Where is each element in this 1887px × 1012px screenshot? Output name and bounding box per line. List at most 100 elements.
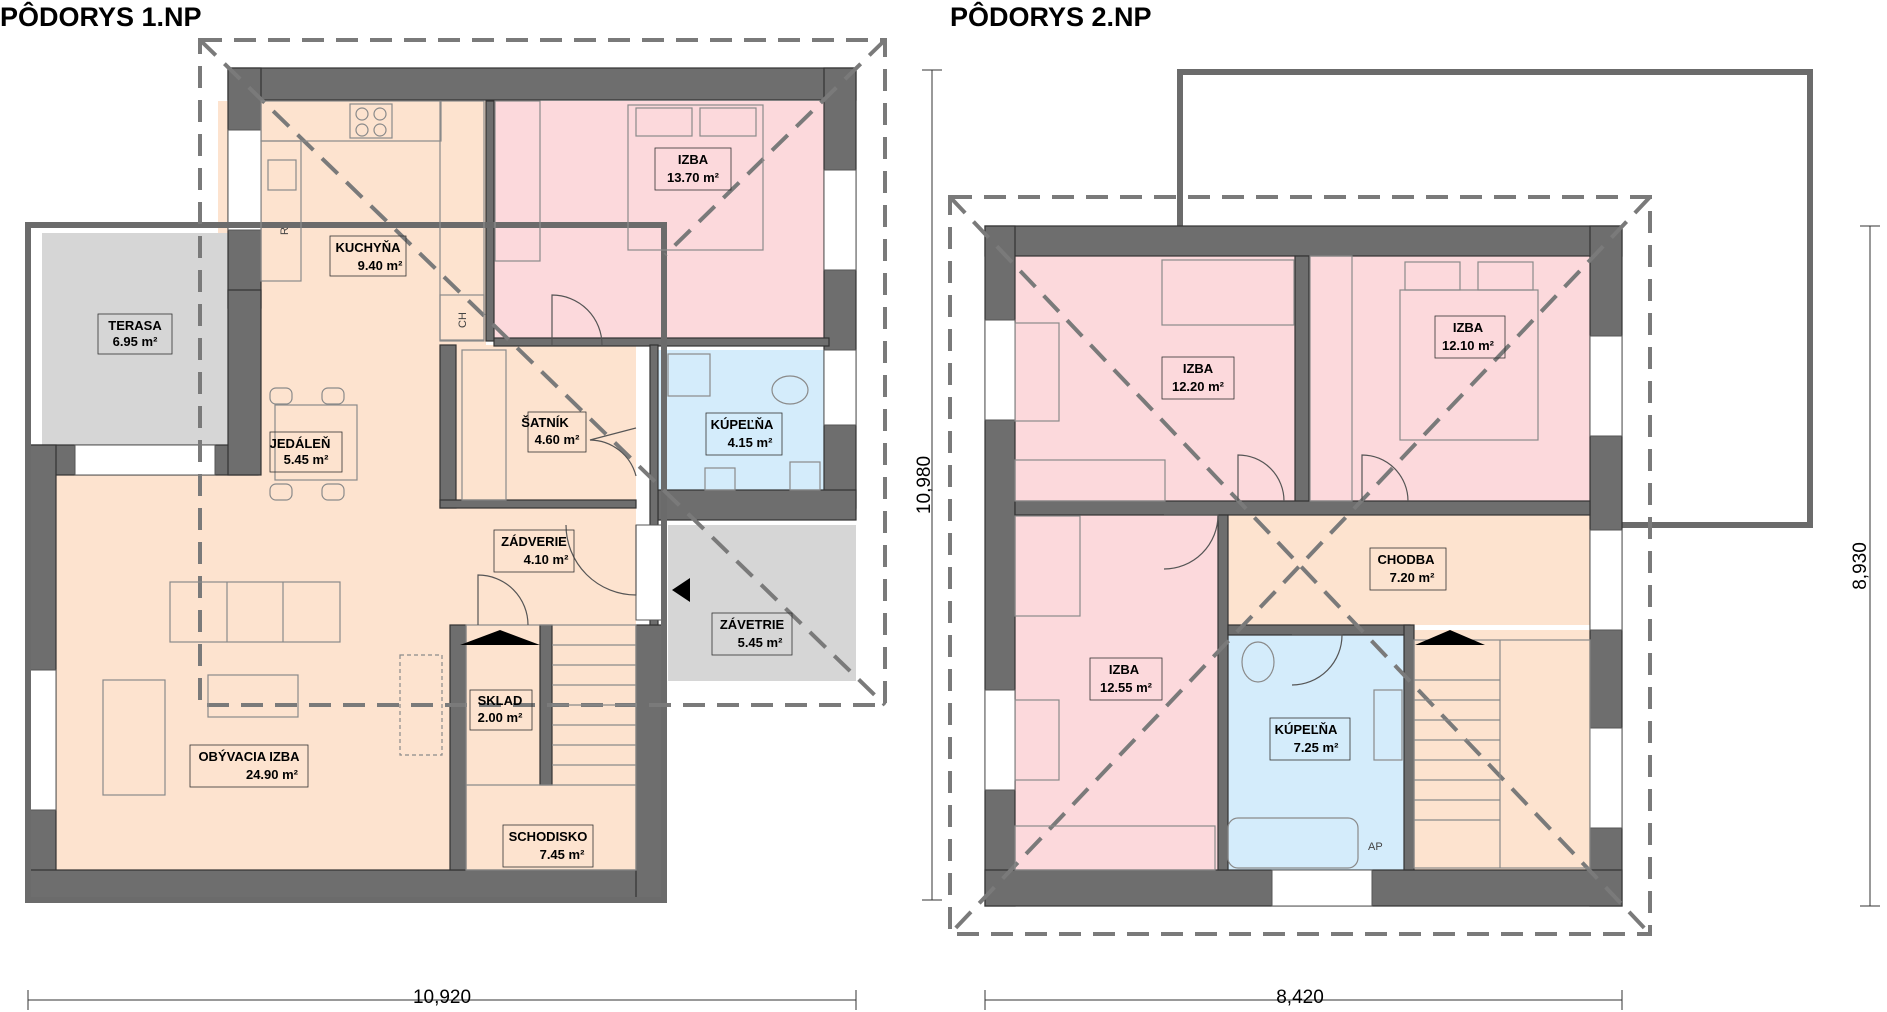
window <box>984 689 1016 791</box>
mark-ch: CH <box>457 312 469 328</box>
entry-arrow <box>672 578 690 602</box>
roof-outline <box>25 222 667 903</box>
bedroom1-floor <box>1015 256 1295 501</box>
terrace-floor <box>42 233 228 445</box>
room-label-sklad: SKLAD 2.00 m² <box>469 689 533 731</box>
door-swing <box>477 574 529 626</box>
vestibule-floor <box>668 525 856 681</box>
svg-text:SCHODISKO: SCHODISKO <box>509 829 588 844</box>
dashed-outline <box>198 38 887 707</box>
wall <box>439 344 457 509</box>
wall <box>1217 514 1229 871</box>
floor1-title: PÔDORYS 1.NP <box>0 1 202 32</box>
svg-text:13.70 m²: 13.70 m² <box>667 170 720 185</box>
room-label-obyvacia: OBÝVACIA IZBA 24.90 m² <box>189 744 309 788</box>
floor2-width-dimension: 8,420 <box>984 987 1623 1010</box>
svg-text:IZBA: IZBA <box>678 152 709 167</box>
svg-text:4.10 m²: 4.10 m² <box>524 552 569 567</box>
svg-text:7.25 m²: 7.25 m² <box>1294 740 1339 755</box>
svg-text:4.60 m²: 4.60 m² <box>535 432 580 447</box>
stairs-2 <box>1413 630 1591 869</box>
door-swing <box>1163 514 1219 570</box>
floor1-plan: PÔDORYS 1.NP <box>0 1 942 1010</box>
svg-text:8,930: 8,930 <box>1850 542 1871 590</box>
svg-text:IZBA: IZBA <box>1453 320 1484 335</box>
room-label-izba2: IZBA 12.10 m² <box>1434 315 1506 359</box>
svg-text:10,920: 10,920 <box>413 987 471 1008</box>
stair-arrow <box>460 630 540 645</box>
room-label-kuchyna: KUCHYŇA 9.40 m² <box>329 235 407 277</box>
fireplace <box>399 654 443 756</box>
window <box>1271 869 1373 907</box>
stair-arrow-2 <box>1415 630 1485 645</box>
bedroom2-floor <box>1310 256 1590 501</box>
wall <box>227 289 262 476</box>
window <box>227 129 262 231</box>
door-swing <box>589 427 637 477</box>
svg-text:12.10 m²: 12.10 m² <box>1442 338 1495 353</box>
svg-text:7.20 m²: 7.20 m² <box>1390 570 1435 585</box>
svg-text:12.55 m²: 12.55 m² <box>1100 680 1153 695</box>
room-label-jedalen: JEDÁLEŇ 5.45 m² <box>269 431 343 473</box>
door-swing <box>1361 454 1409 502</box>
wall <box>1227 624 1411 636</box>
window <box>74 444 216 476</box>
svg-text:SKLAD: SKLAD <box>478 693 523 708</box>
svg-text:9.40 m²: 9.40 m² <box>358 258 403 273</box>
svg-text:TERASA: TERASA <box>108 318 162 333</box>
roof-outline-2 <box>1177 69 1813 528</box>
wall <box>1403 624 1415 871</box>
living-floor <box>56 475 496 870</box>
svg-text:7.45 m²: 7.45 m² <box>540 847 585 862</box>
svg-text:2.00 m²: 2.00 m² <box>478 710 523 725</box>
room-label-satnik: ŠATNÍK 4.60 m² <box>521 411 587 453</box>
room-label-izba: IZBA 13.70 m² <box>654 147 732 191</box>
door-swing <box>1237 454 1285 502</box>
svg-text:KÚPEĽŇA: KÚPEĽŇA <box>1275 722 1338 737</box>
window <box>635 524 665 621</box>
svg-text:ZÁVETRIE: ZÁVETRIE <box>720 617 785 632</box>
room-label-izba3: IZBA 12.55 m² <box>1089 657 1163 701</box>
dashed-diagonal <box>198 38 887 707</box>
stair-floor <box>1412 630 1590 870</box>
corridor-floor <box>1228 515 1590 625</box>
bathroom2-fixtures <box>1227 641 1403 869</box>
wall <box>1294 255 1310 507</box>
floor1-width-dimension: 10,920 <box>27 987 857 1010</box>
wall <box>823 67 857 509</box>
svg-text:24.90 m²: 24.90 m² <box>246 767 299 782</box>
window <box>1589 335 1623 437</box>
kitchen-furniture <box>260 100 485 342</box>
svg-text:IZBA: IZBA <box>1183 361 1214 376</box>
wall <box>227 67 857 101</box>
room-label-izba1: IZBA 12.20 m² <box>1161 356 1235 400</box>
svg-text:5.45 m²: 5.45 m² <box>284 452 329 467</box>
wall <box>449 624 467 871</box>
window <box>27 669 57 811</box>
bedroom-floor <box>493 101 824 341</box>
wall <box>649 344 659 626</box>
dining-table <box>269 387 358 501</box>
sofa <box>102 581 341 796</box>
window <box>823 349 857 426</box>
wall <box>27 869 665 901</box>
svg-text:5.45 m²: 5.45 m² <box>738 635 783 650</box>
svg-text:ZÁDVERIE: ZÁDVERIE <box>501 534 567 549</box>
door-swing <box>551 294 603 346</box>
dashed-outline-2 <box>948 195 1652 936</box>
room-label-zadverie: ZÁDVERIE 4.10 m² <box>493 529 575 573</box>
window <box>1589 529 1623 631</box>
floor2-plan: PÔDORYS 2.NP <box>948 1 1880 1010</box>
mark-r: R <box>279 227 291 235</box>
bedroom3-floor <box>1015 515 1220 870</box>
bathroom-floor <box>658 350 824 490</box>
dashed-diagonal <box>663 38 887 257</box>
wall <box>1014 500 1591 516</box>
stairs <box>460 578 690 871</box>
svg-text:ŠATNÍK: ŠATNÍK <box>521 415 569 430</box>
svg-text:CHODBA: CHODBA <box>1377 552 1435 567</box>
svg-text:KUCHYŇA: KUCHYŇA <box>336 240 402 255</box>
door-swing <box>1291 634 1343 686</box>
svg-text:12.20 m²: 12.20 m² <box>1172 379 1225 394</box>
svg-text:KÚPEĽŇA: KÚPEĽŇA <box>711 417 774 432</box>
